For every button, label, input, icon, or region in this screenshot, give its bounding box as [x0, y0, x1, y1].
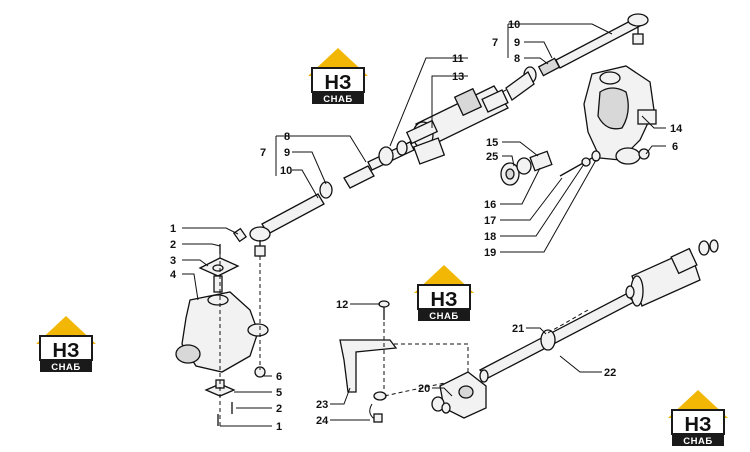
logo-word: СНАБ	[429, 311, 458, 322]
logo-letters: НЗ	[431, 289, 458, 311]
callout-4: 4	[170, 269, 177, 281]
sensor-bracket	[339, 300, 398, 423]
callout-1-top: 1	[170, 223, 176, 235]
logo-word: СНАБ	[51, 362, 80, 373]
callout-3: 3	[170, 255, 176, 267]
callout-7-lower: 7	[260, 147, 266, 159]
callout-20: 20	[418, 383, 430, 395]
upper-tie-rod	[479, 13, 649, 105]
callout-16: 16	[484, 199, 496, 211]
callout-6-left: 6	[276, 371, 282, 383]
sensor-dash-path	[383, 343, 469, 397]
logo-letters: НЗ	[53, 340, 80, 362]
logo-letters: НЗ	[685, 414, 712, 436]
callout-9-lower: 9	[284, 147, 290, 159]
logo-word: СНАБ	[323, 94, 352, 105]
callout-24: 24	[316, 415, 329, 427]
callout-6-right: 6	[672, 141, 678, 153]
callout-2-bottom: 2	[276, 403, 282, 415]
callout-9-upper: 9	[514, 37, 520, 49]
logo-center: НЗ СНАБ	[413, 264, 475, 322]
callout-19: 19	[484, 247, 496, 259]
callout-8-upper: 8	[514, 53, 520, 65]
callout-10-upper: 10	[508, 19, 520, 31]
callout-25: 25	[486, 151, 498, 163]
callout-1-bottom: 1	[276, 421, 282, 433]
callout-5: 5	[276, 387, 282, 399]
callout-23: 23	[316, 399, 328, 411]
right-steering-knuckle	[583, 65, 657, 165]
lower-tie-rod	[249, 165, 375, 257]
steering-cylinder	[367, 85, 509, 171]
callout-12: 12	[336, 299, 348, 311]
axle-shaft	[431, 239, 719, 419]
logo-letters: НЗ	[325, 72, 352, 94]
shaft-dash	[545, 309, 589, 335]
callout-2-top: 2	[170, 239, 176, 251]
callout-17: 17	[484, 215, 496, 227]
logo-top-left: НЗ СНАБ	[307, 47, 369, 105]
logo-left: НЗ СНАБ	[35, 315, 97, 373]
logo-word: СНАБ	[683, 436, 712, 447]
callout-22: 22	[604, 367, 616, 379]
callout-10-lower: 10	[280, 165, 292, 177]
callout-7-upper: 7	[492, 37, 498, 49]
left-steering-knuckle	[175, 227, 269, 426]
callout-21: 21	[512, 323, 524, 335]
callout-labels: 10 9 8 7 11 13 8 9 7 10 14 6 15 25 16 17…	[170, 19, 683, 433]
callout-11: 11	[452, 53, 464, 65]
logo-bottom-right: НЗ СНАБ	[667, 389, 729, 447]
knuckle-small-parts	[500, 150, 601, 186]
callout-13: 13	[452, 71, 464, 83]
leader-lines	[182, 23, 666, 427]
callout-15: 15	[486, 137, 498, 149]
callout-18: 18	[484, 231, 496, 243]
callout-14: 14	[670, 123, 683, 135]
callout-8-lower: 8	[284, 131, 290, 143]
